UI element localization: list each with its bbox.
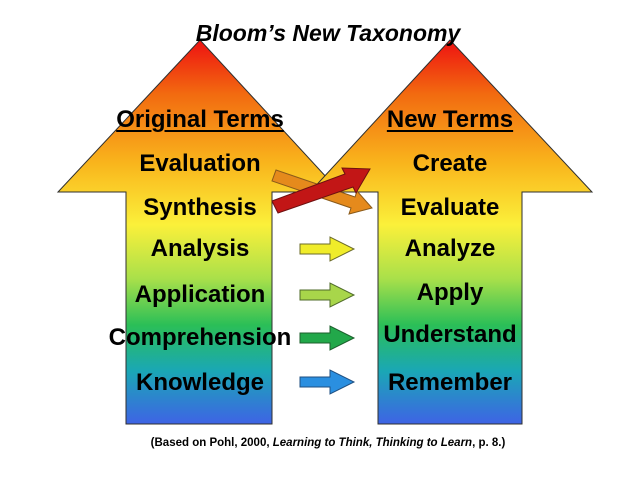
new-term-evaluate: Evaluate [400,194,500,221]
new-term-apply: Apply [416,279,484,306]
diagram-title: Bloom’s New Taxonomy [195,20,461,46]
original-term-evaluation: Evaluation [139,150,261,177]
new-term-create: Create [412,150,488,177]
original-term-synthesis: Synthesis [143,194,257,221]
comprehension-arrow [299,325,356,351]
citation-book-title: Learning to Think, Thinking to Learn [272,437,473,449]
original-term-application: Application [134,281,266,308]
left-up-arrow [56,39,342,425]
analysis-arrow [299,236,356,262]
original-term-comprehension: Comprehension [108,324,292,351]
synthesis-to-create-arrow [271,167,371,214]
new-term-understand: Understand [383,321,517,348]
right-up-arrow [308,39,594,425]
original-terms-heading: Original Terms [116,106,284,133]
new-term-remember: Remember [387,369,513,396]
knowledge-arrow [299,369,356,395]
original-term-knowledge: Knowledge [135,369,264,396]
new-term-analyze: Analyze [404,235,496,262]
original-term-analysis: Analysis [150,235,250,262]
citation-prefix: (Based on Pohl, 2000, [150,437,273,449]
citation-suffix: , p. 8.) [472,437,506,449]
application-arrow [299,282,356,308]
new-terms-heading: New Terms [386,106,514,133]
source-citation: (Based on Pohl, 2000, Learning to Think,… [0,437,640,449]
